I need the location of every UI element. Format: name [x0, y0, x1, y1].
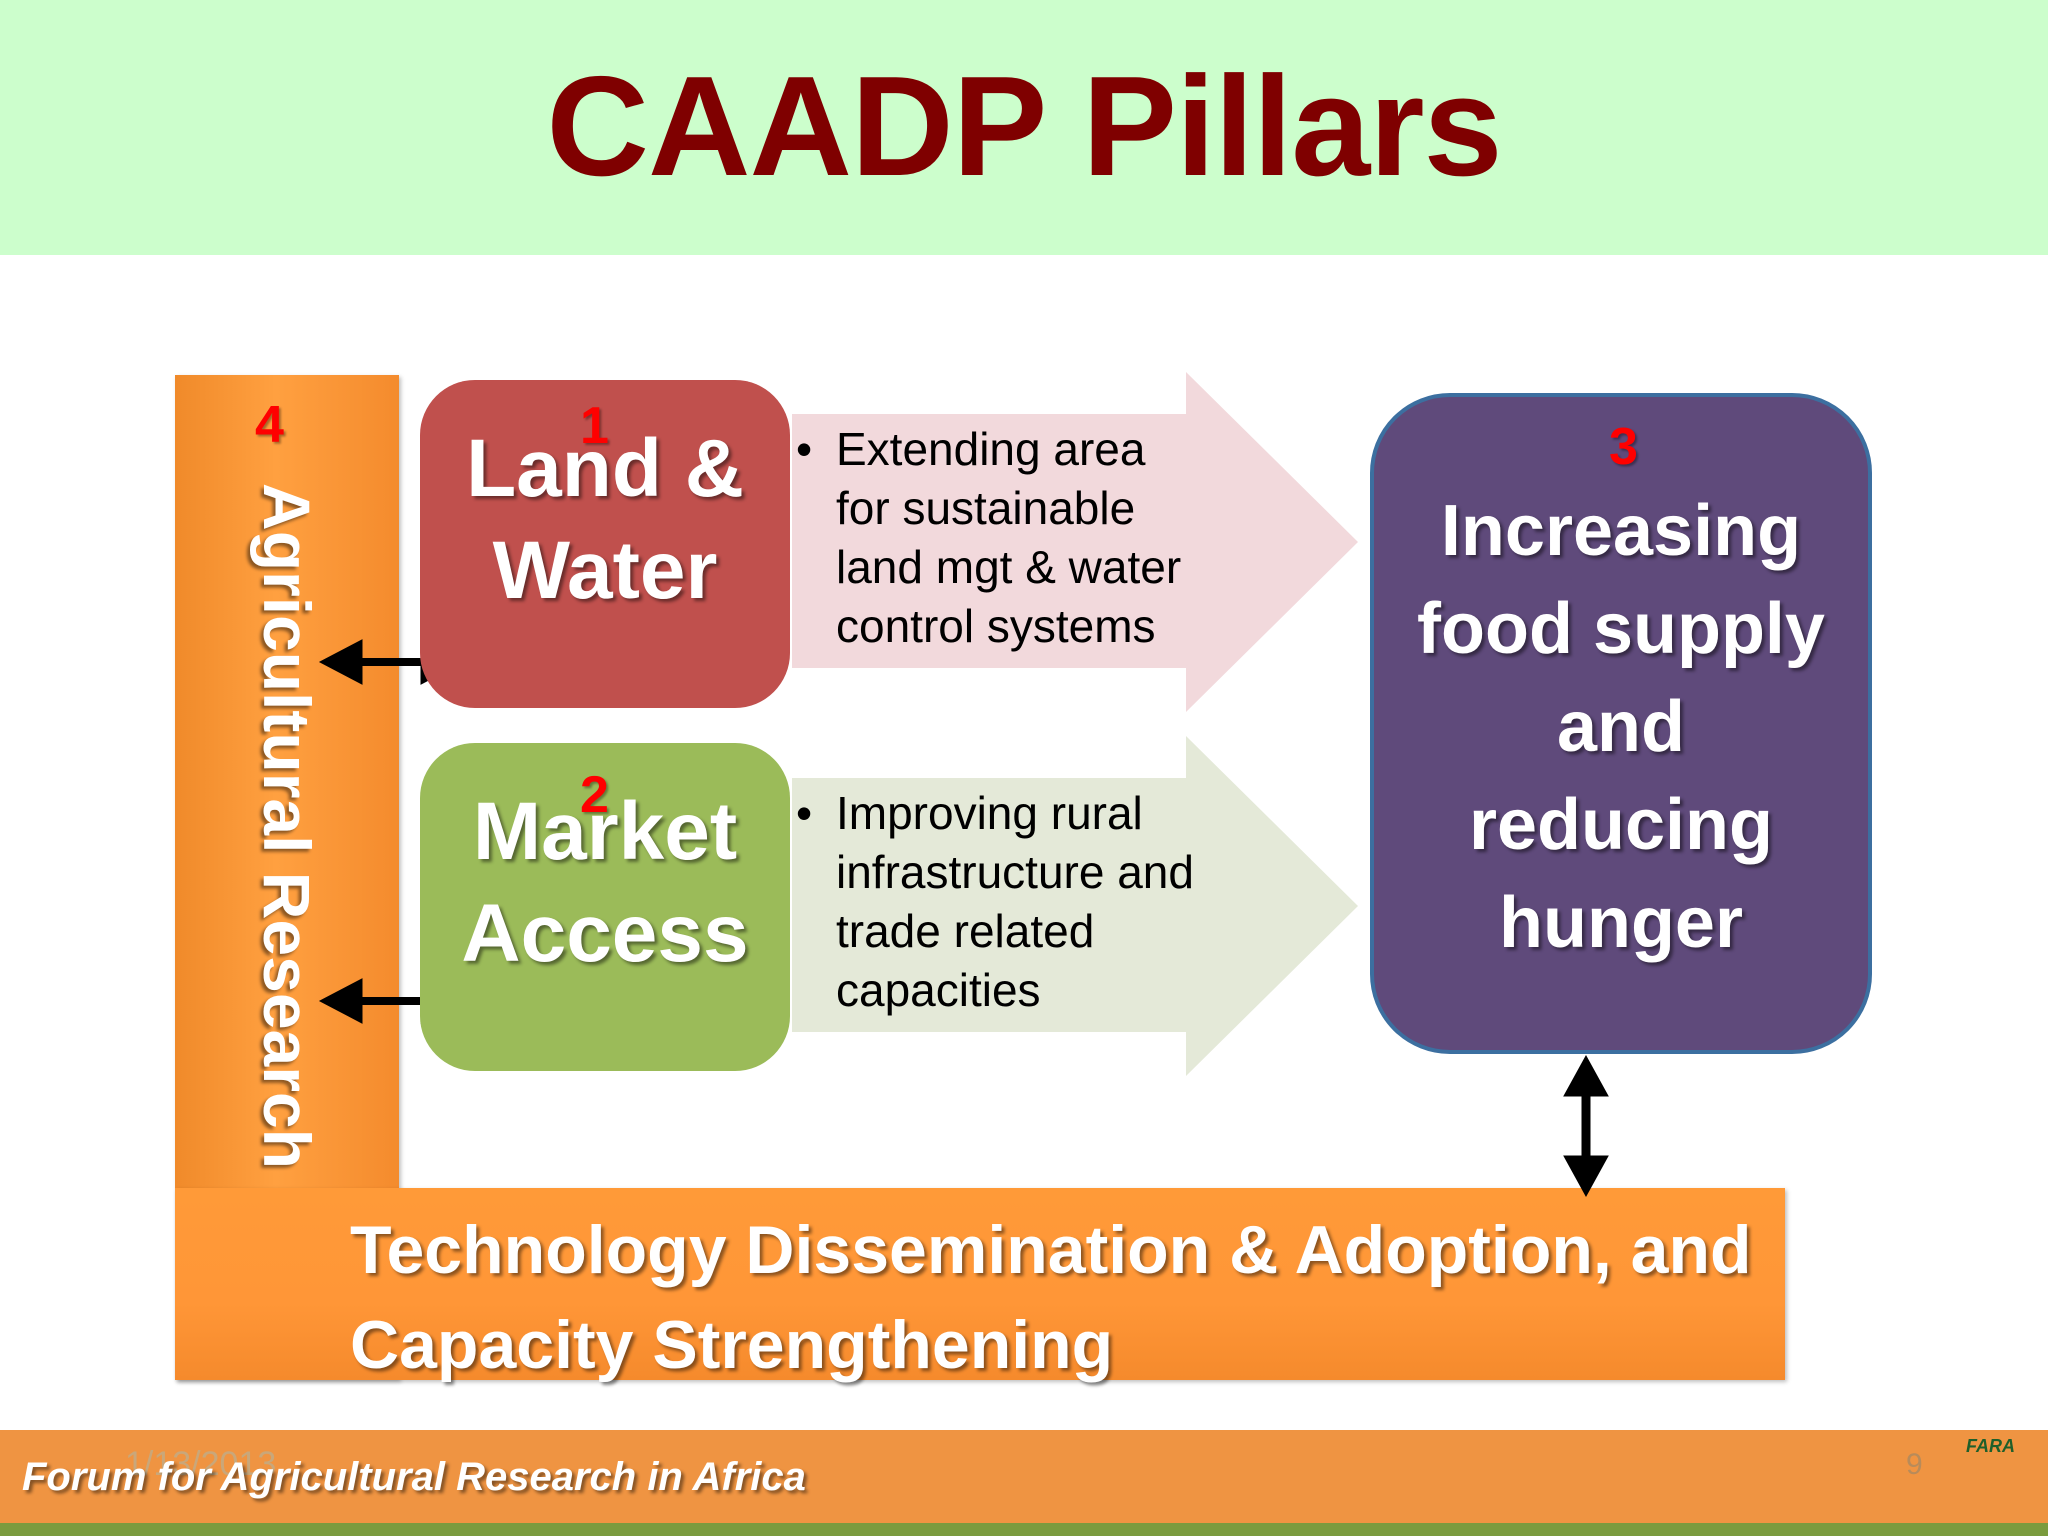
arrow-1-shape	[792, 372, 1358, 712]
arrow-2-bullet: •	[796, 787, 813, 839]
pillar-3-line-4: reducing	[1468, 785, 1774, 865]
pillar-1-box: 1 Land & Water	[420, 380, 790, 708]
slide-title: CAADP Pillars	[546, 47, 1502, 206]
arrow-1-text: • Extending area for sustainable land mg…	[796, 420, 1182, 656]
footer-org-name: Forum for Agricultural Research in Afric…	[22, 1455, 806, 1499]
pillar-1-line-2: Water	[492, 525, 718, 616]
bottom-bar-line-1: Technology Dissemination & Adoption, and	[350, 1212, 1752, 1288]
pillar-3-number: 3	[1609, 418, 1638, 476]
pillar-2-number: 2	[580, 766, 609, 824]
pillar-3-line-3: and	[1556, 687, 1685, 767]
page-number: 9	[1906, 1448, 1923, 1481]
pillar-3-line-5: hunger	[1499, 883, 1743, 963]
arrow-2-line-3: trade related	[836, 905, 1095, 957]
pillar-3-label: Increasing food supply and reducing hung…	[1374, 482, 1868, 972]
pillar-3-box: 3 Increasing food supply and reducing hu…	[1370, 393, 1872, 1054]
pillar-4-number: 4	[255, 396, 284, 454]
arrow-1-line-1: Extending area	[836, 423, 1146, 475]
arrow-2-text: • Improving rural infrastructure and tra…	[796, 784, 1194, 1020]
footer-date: 1/13/2013	[125, 1445, 277, 1483]
bottom-bar-text: Technology Dissemination & Adoption, and…	[350, 1203, 1770, 1393]
pillar-2-line-1: Market	[472, 786, 738, 877]
bottom-bar-line-2: Capacity Strengthening	[350, 1307, 1114, 1383]
footer-green-line	[0, 1523, 2048, 1536]
arrow-1-line-2: for sustainable	[836, 482, 1136, 534]
pillar-1-number: 1	[580, 397, 609, 455]
fara-logo-text: FARA	[1966, 1436, 2015, 1456]
pillar-3-line-2: food supply	[1417, 589, 1825, 669]
arrow-2-line-1: Improving rural	[836, 787, 1143, 839]
double-arrow-3	[1563, 1054, 1609, 1198]
pillar-1-line-1: Land &	[466, 423, 744, 514]
footer-band	[0, 1430, 2048, 1523]
arrow-2-line-4: capacities	[836, 964, 1041, 1016]
pillar-2-label: Market Access	[420, 781, 790, 985]
pillar-2-box: 2 Market Access	[420, 743, 790, 1071]
arrow-1-line-3: land mgt & water	[836, 541, 1182, 593]
pillar-1-label: Land & Water	[420, 418, 790, 622]
arrow-1-line-4: control systems	[836, 600, 1156, 652]
title-band	[0, 0, 2048, 255]
pillar-2-line-2: Access	[461, 888, 749, 979]
pillar-4-horizontal-bar	[175, 1188, 1785, 1380]
arrow-2-shape	[792, 736, 1358, 1076]
pillar-3-line-1: Increasing	[1440, 491, 1802, 571]
arrow-1-bullet: •	[796, 423, 813, 475]
arrow-2-line-2: infrastructure and	[836, 846, 1194, 898]
